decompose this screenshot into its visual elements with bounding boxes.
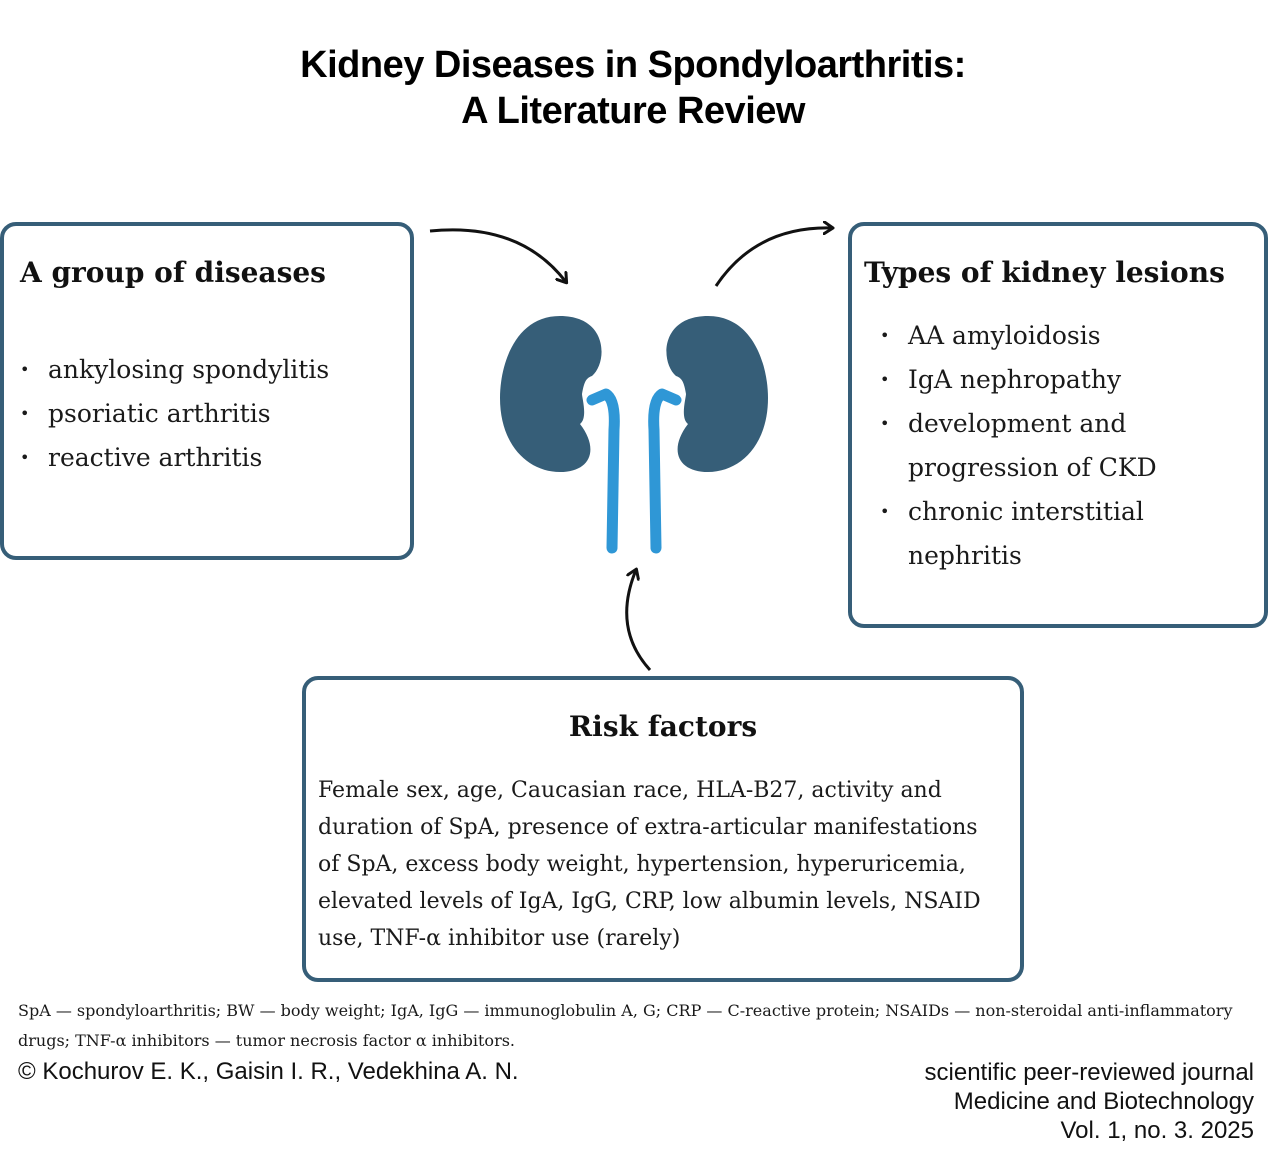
title-line-2: A Literature Review — [461, 90, 805, 132]
left-ureter-icon — [586, 388, 620, 554]
diseases-item: ankylosing spondylitis — [18, 348, 398, 392]
risk-factors-heading: Risk factors — [568, 710, 758, 743]
arrow-risk-to-kidneys — [625, 570, 652, 672]
journal-info: scientific peer-reviewed journal Medicin… — [925, 1058, 1254, 1145]
diseases-heading: A group of diseases — [20, 256, 326, 289]
copyright-authors: © Kochurov E. K., Gaisin I. R., Vedekhin… — [18, 1058, 519, 1085]
journal-line-1: scientific peer-reviewed journal — [924, 1059, 1254, 1086]
lesions-heading: Types of kidney lesions — [864, 256, 1225, 289]
journal-line-3: Vol. 1, no. 3. 2025 — [1060, 1117, 1255, 1144]
arrow-kidneys-to-lesions — [714, 228, 832, 287]
lesions-box: Types of kidney lesions AA amyloidosis I… — [848, 222, 1268, 628]
abbreviations-footnote: SpA — spondyloarthritis; BW — body weigh… — [18, 1001, 1233, 1050]
title-line-1: Kidney Diseases in Spondyloarthritis: — [300, 44, 966, 86]
left-kidney-icon — [500, 316, 602, 472]
right-ureter-icon — [648, 388, 682, 554]
risk-factors-box: Risk factors Female sex, age, Caucasian … — [302, 676, 1024, 982]
right-kidney-icon — [666, 316, 768, 472]
lesions-item: development and progression of CKD — [878, 402, 1248, 490]
diseases-list: ankylosing spondylitis psoriatic arthrit… — [18, 348, 398, 480]
kidneys-icon — [500, 316, 768, 554]
lesions-item: AA amyloidosis — [878, 314, 1248, 358]
lesions-item: chronic interstitial nephritis — [878, 490, 1248, 578]
lesions-list: AA amyloidosis IgA nephropathy developme… — [878, 314, 1248, 578]
diseases-box: A group of diseases ankylosing spondylit… — [0, 222, 414, 560]
diseases-item: reactive arthritis — [18, 436, 398, 480]
risk-factors-text: Female sex, age, Caucasian race, HLA-B27… — [318, 778, 981, 951]
diseases-item: psoriatic arthritis — [18, 392, 398, 436]
page-title: Kidney Diseases in Spondyloarthritis: A … — [0, 42, 1266, 134]
arrow-diseases-to-kidneys — [429, 228, 566, 282]
journal-line-2: Medicine and Biotechnology — [953, 1088, 1254, 1115]
lesions-item: IgA nephropathy — [878, 358, 1248, 402]
